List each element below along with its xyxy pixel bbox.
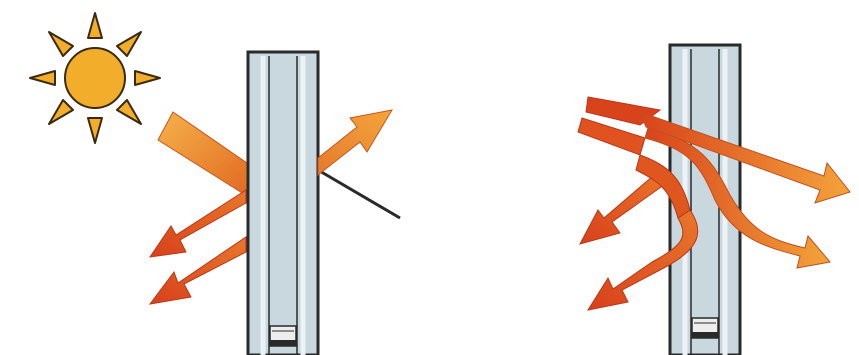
reflected-arrow-upper [148,189,247,258]
double-pane-glass-window [246,50,320,355]
incoming-sun-ray [157,111,248,197]
reflected-arrows [148,189,247,305]
transmitted-arrow [317,109,393,177]
reflected-arrows [579,169,699,311]
reflected-arrow-upper [579,169,669,245]
thin-transmitted-beam [317,168,401,220]
incoming-rays [577,96,662,156]
transmitted-arrow-lower [644,127,831,269]
right-panel [577,43,851,355]
left-panel [29,12,401,355]
refracted-inner-ray [635,154,691,219]
reflected-arrow-lower [148,236,247,305]
sun-icon [29,12,161,144]
reflected-arrow-lower [586,209,699,311]
